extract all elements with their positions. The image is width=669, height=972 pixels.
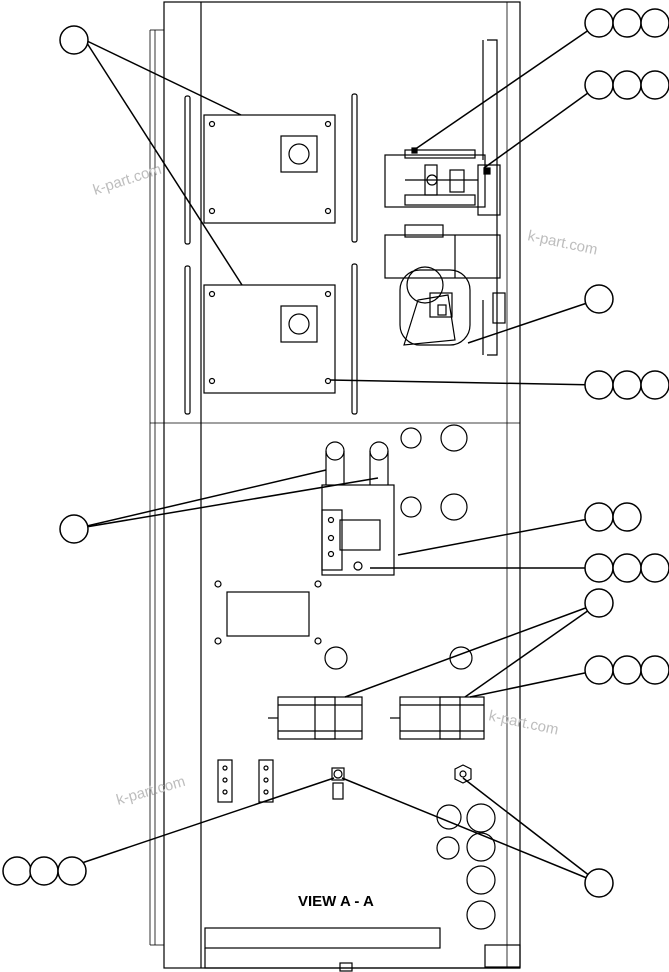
nameplate bbox=[214, 580, 322, 645]
lower-module bbox=[203, 284, 336, 394]
cabinet-outline bbox=[149, 1, 521, 972]
leader-lines bbox=[57, 22, 600, 884]
callout-balloon bbox=[584, 284, 614, 314]
callout-balloon bbox=[59, 25, 89, 55]
callout-balloon bbox=[584, 655, 614, 685]
upper-module bbox=[203, 114, 336, 224]
callout-balloon bbox=[640, 8, 669, 38]
fuse-holders bbox=[268, 696, 485, 740]
rotary-switch bbox=[384, 224, 506, 346]
watermark-text: k-part.com bbox=[114, 773, 187, 809]
callout-balloon bbox=[612, 655, 642, 685]
watermark-text: k-part.com bbox=[91, 161, 164, 199]
callout-balloon bbox=[640, 655, 669, 685]
callout-balloon bbox=[584, 370, 614, 400]
din-rails bbox=[184, 93, 358, 415]
callout-balloon bbox=[612, 8, 642, 38]
view-label: VIEW A - A bbox=[298, 893, 374, 910]
callout-balloon bbox=[584, 868, 614, 898]
callout-balloon bbox=[612, 502, 642, 532]
watermark-text: k-part.com bbox=[526, 227, 599, 258]
callout-balloon bbox=[2, 856, 32, 886]
callout-balloon bbox=[584, 8, 614, 38]
callout-balloon bbox=[584, 588, 614, 618]
ground-terminals bbox=[217, 759, 472, 803]
callout-balloon bbox=[612, 370, 642, 400]
knockout-holes bbox=[324, 424, 496, 930]
callout-balloon bbox=[612, 553, 642, 583]
callout-balloon bbox=[584, 502, 614, 532]
callout-balloon bbox=[584, 553, 614, 583]
callout-balloon bbox=[57, 856, 87, 886]
callout-balloon bbox=[59, 514, 89, 544]
terminal-blocks bbox=[321, 441, 395, 576]
callout-balloon bbox=[584, 70, 614, 100]
right-bracket bbox=[482, 39, 498, 356]
callout-balloon bbox=[640, 553, 669, 583]
callout-balloon bbox=[612, 70, 642, 100]
callout-balloon bbox=[640, 370, 669, 400]
callout-balloon bbox=[640, 70, 669, 100]
callout-balloon bbox=[29, 856, 59, 886]
watermark-text: k-part.com bbox=[487, 707, 560, 738]
callout-balloons bbox=[2, 8, 669, 898]
